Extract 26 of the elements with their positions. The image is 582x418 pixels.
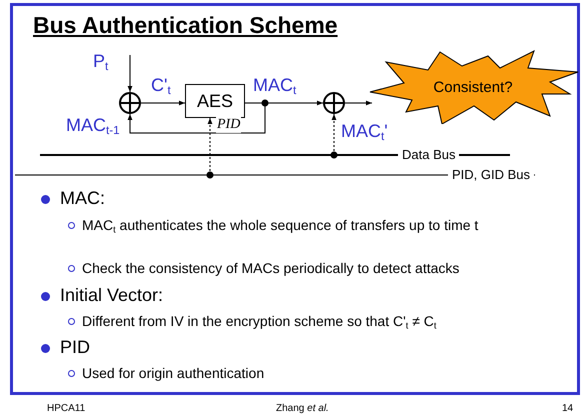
node-label: Consistent?	[433, 78, 513, 96]
footer-text: HPCA11	[47, 403, 86, 414]
slide-title: Bus Authentication Scheme	[33, 12, 338, 39]
bullet-text: PID	[60, 337, 90, 358]
bullet-text: Different from IV in the encryption scheme so that C'$_{t}$ ≠ C$_{t}$	[82, 312, 438, 332]
edge-label: MAC$_{t}$'	[340, 121, 389, 143]
bullet-text: Used for origin authentication	[82, 364, 266, 382]
xor-symbol	[323, 92, 345, 114]
edge-label: MAC$_{t}$	[252, 75, 298, 97]
bullet-text: Initial Vector:	[60, 285, 164, 306]
bus-line	[15, 167, 535, 183]
edge-label: MAC$_{t-1}$	[65, 115, 121, 137]
process-box	[185, 84, 245, 118]
bullet-text: MAC$_{t}$ authenticates the whole sequence of transfers up to time t	[82, 216, 480, 236]
arrow	[128, 54, 132, 92]
bullet-text: Check the consistency of MACs periodically to detect attacks	[82, 259, 460, 277]
node-label: AES	[196, 90, 234, 112]
edge-label: C'$_{t}$	[150, 75, 172, 97]
edge-label: PID	[216, 117, 242, 133]
bullet-text: MAC:	[60, 188, 105, 209]
footer-text: Zhang et al.	[276, 403, 329, 414]
arrow	[344, 100, 372, 106]
xor-symbol	[119, 92, 141, 114]
arrow	[140, 100, 186, 106]
bus-label: PID, GID Bus	[448, 167, 534, 183]
footer-text: 14	[562, 403, 574, 414]
